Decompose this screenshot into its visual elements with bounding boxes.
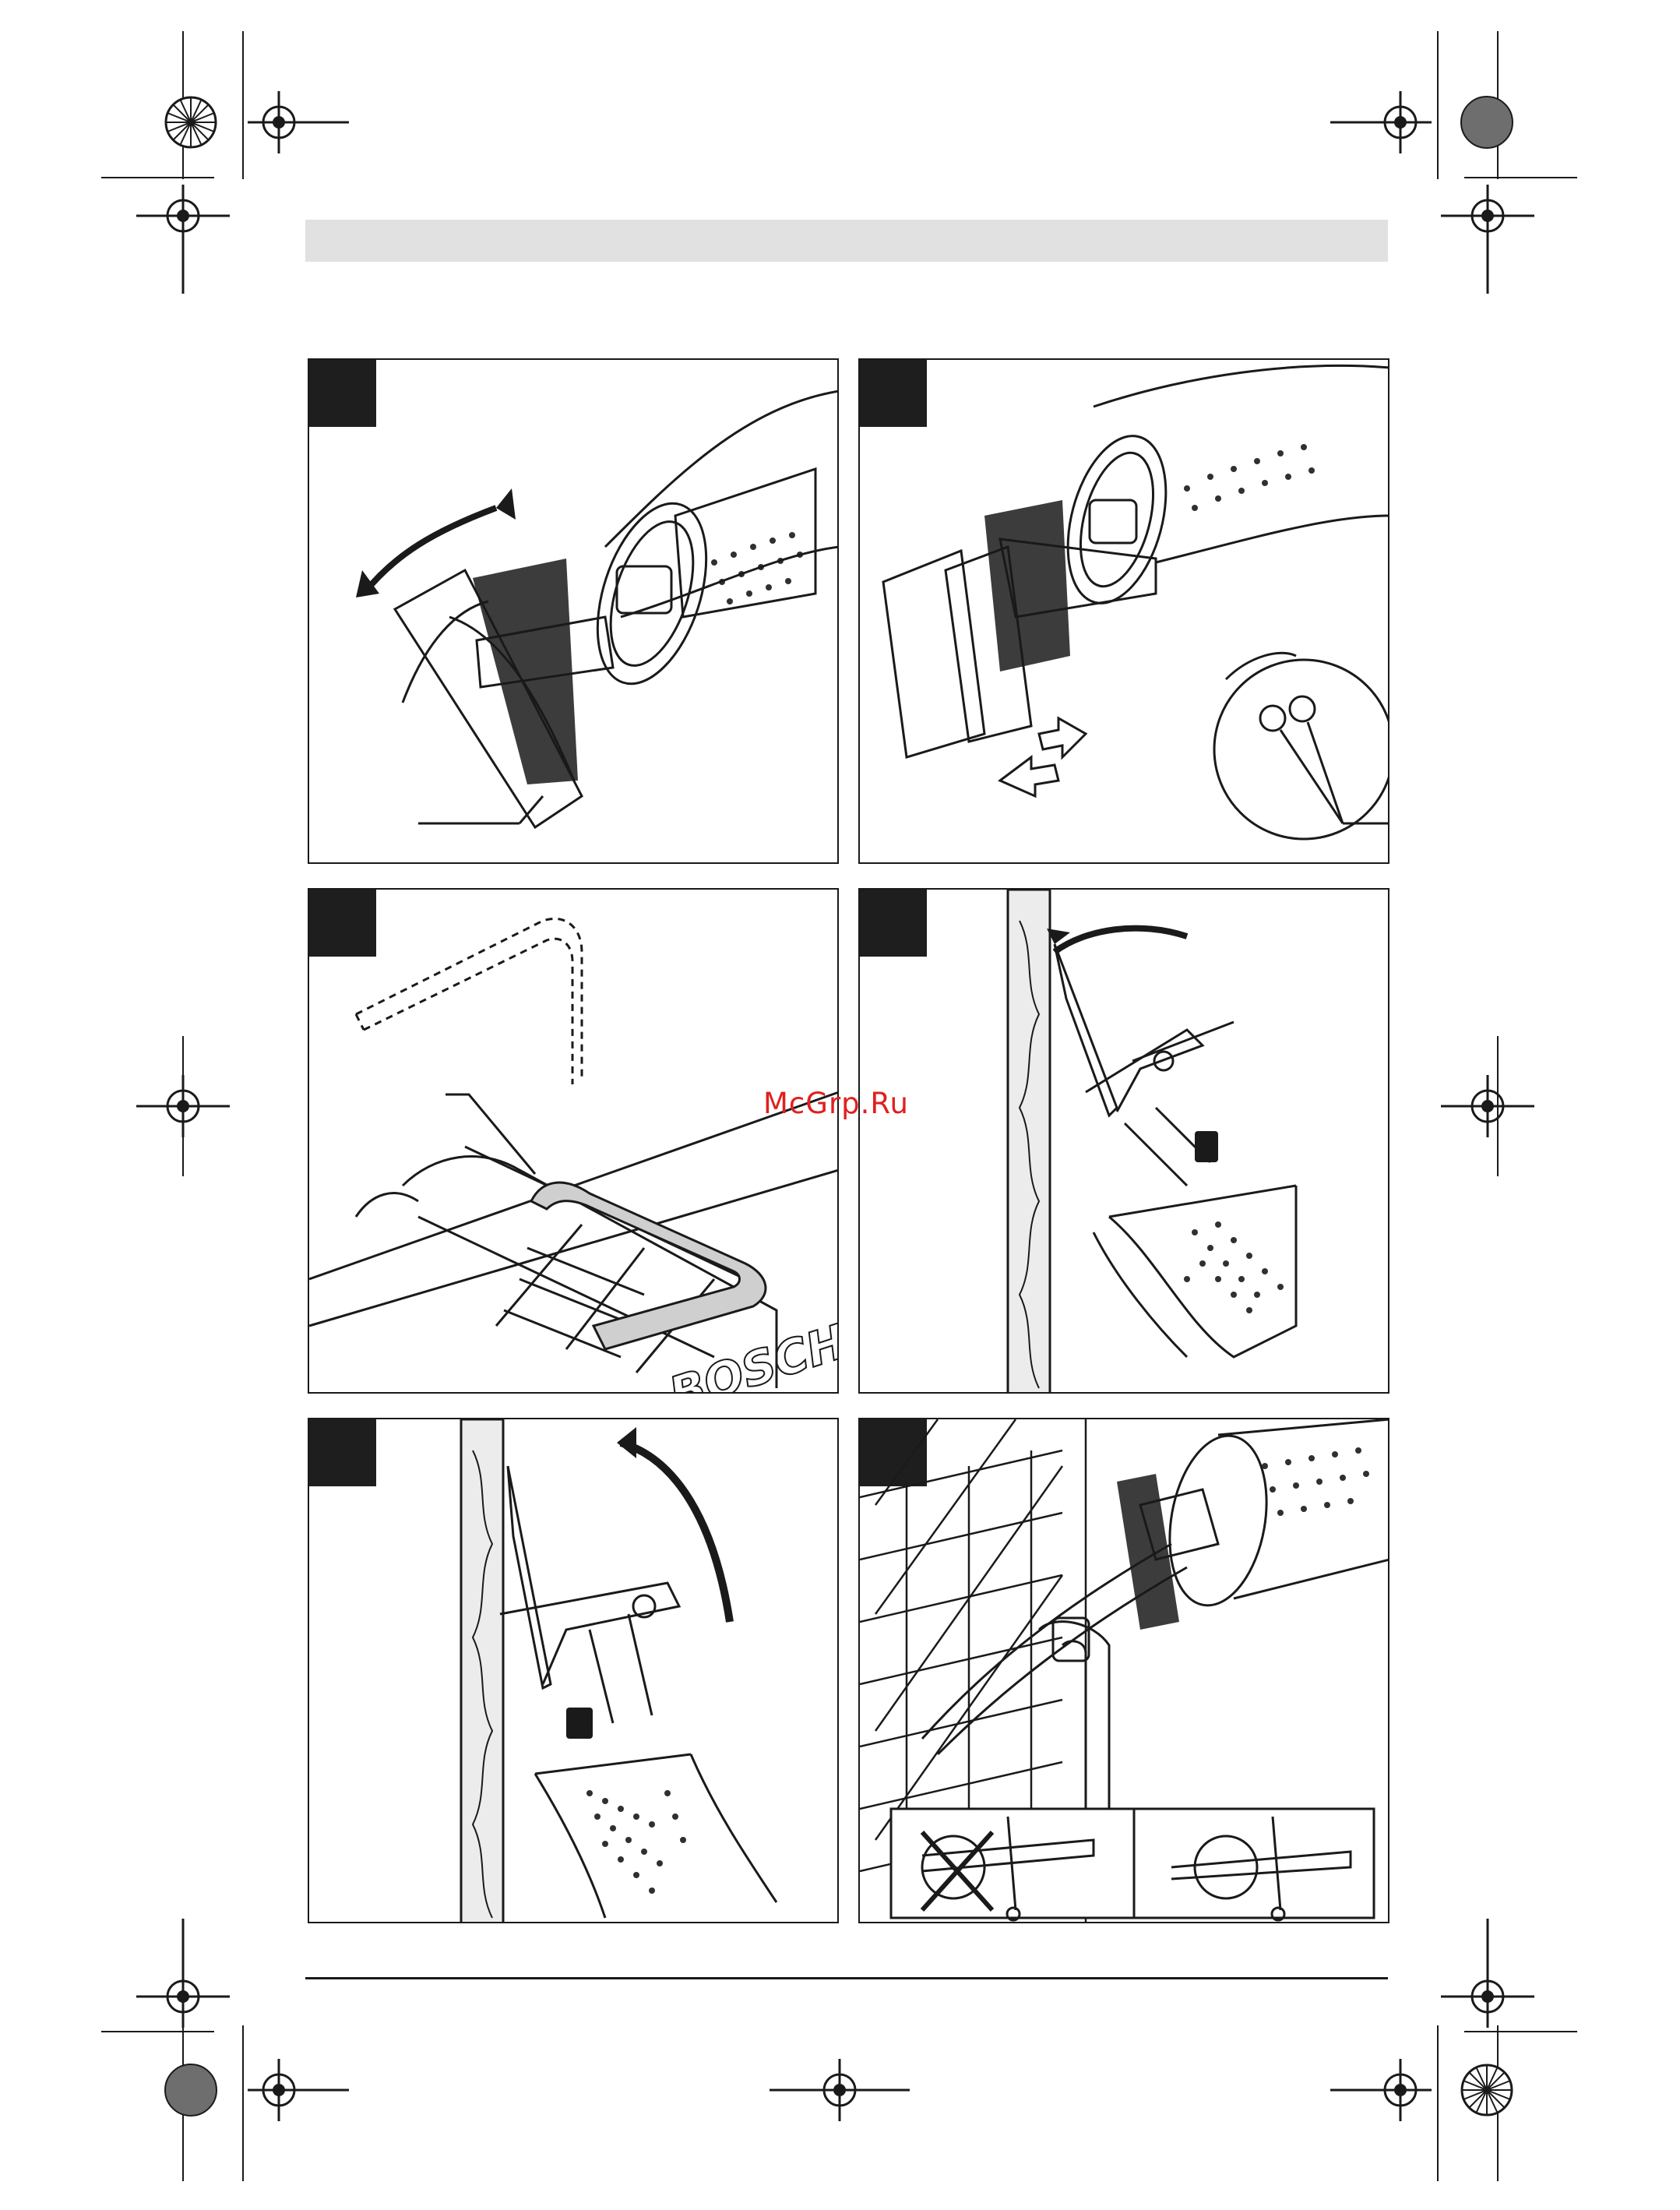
- footer-rule: [305, 1977, 1388, 1979]
- figure-5: [308, 1418, 839, 1923]
- figure-1: [308, 358, 839, 864]
- brand-text: BOSCH: [663, 1314, 839, 1394]
- figure-2: [858, 358, 1389, 864]
- figure-6: [858, 1418, 1389, 1923]
- watermark-text: McGrp.Ru: [763, 1087, 909, 1120]
- figure-3: BOSCH: [308, 888, 839, 1394]
- plunge-cut-tilt-illustration: [860, 890, 1389, 1394]
- plunge-cut-upright-illustration: [309, 1419, 839, 1923]
- figure-4: [858, 888, 1389, 1394]
- header-bar: [305, 220, 1388, 262]
- footplate-adjust-illustration: [860, 360, 1389, 864]
- blade-clamp-rotate-illustration: [309, 360, 839, 864]
- hex-key-illustration: BOSCH: [309, 890, 839, 1394]
- flush-cut-pipe-illustration: [860, 1419, 1389, 1923]
